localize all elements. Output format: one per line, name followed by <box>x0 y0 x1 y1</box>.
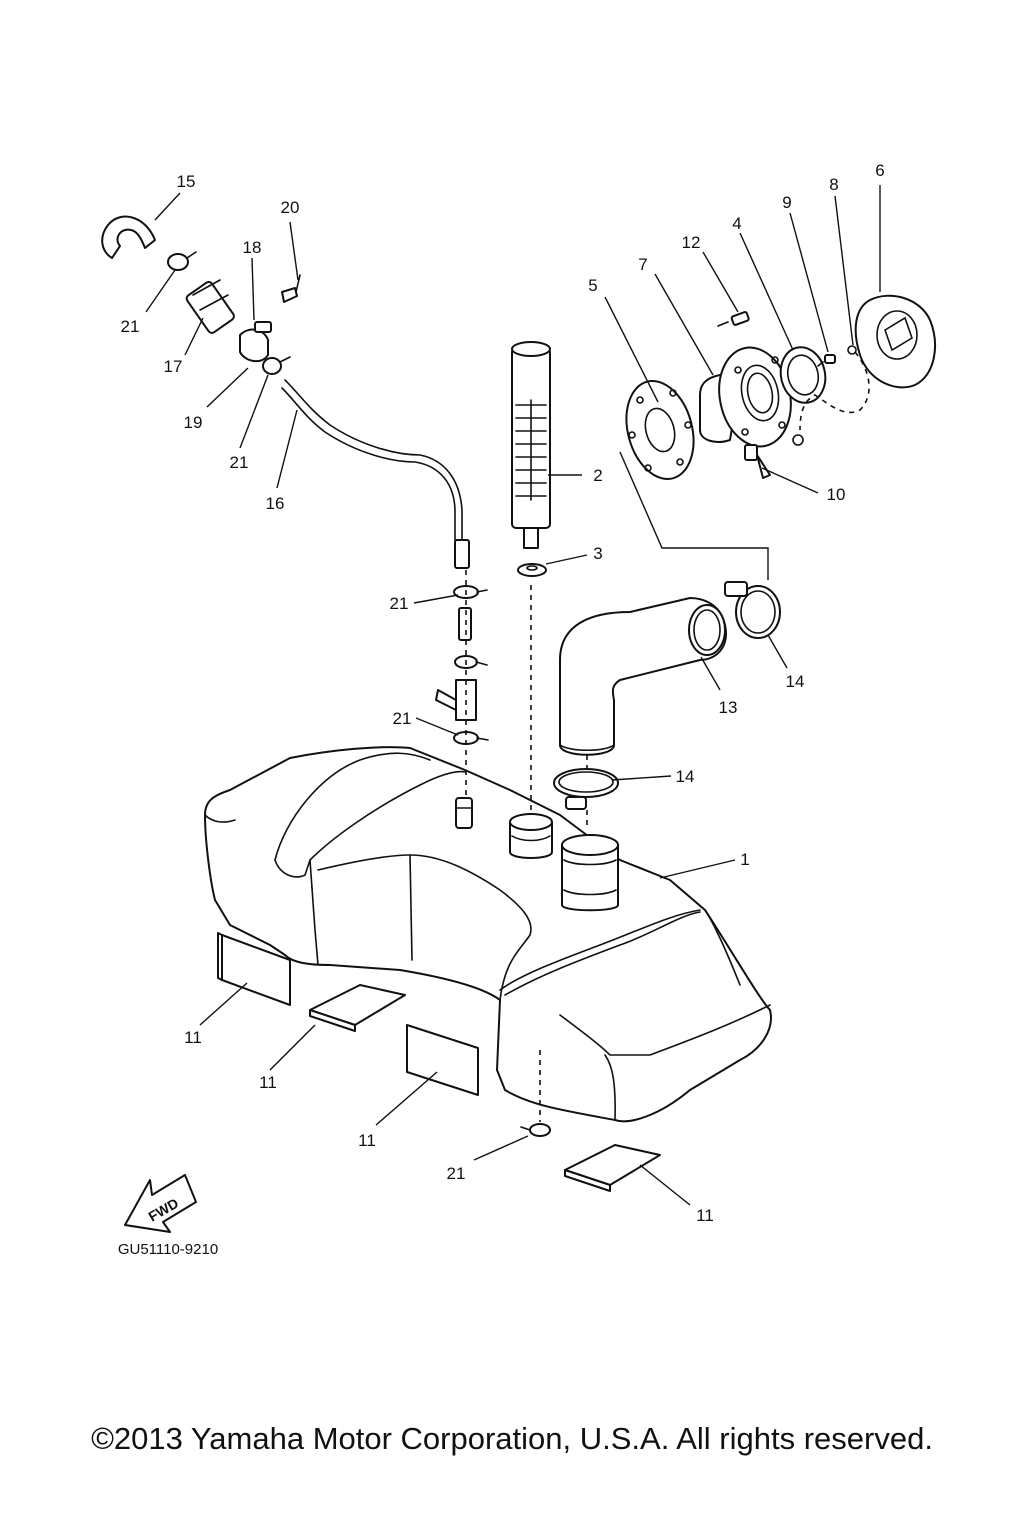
filler-hose-elbow <box>559 597 727 756</box>
forward-arrow: FWD <box>124 1174 197 1233</box>
vent-clamp-mid <box>262 356 291 375</box>
callout-1: 1 <box>740 850 749 869</box>
vent-holder <box>239 321 272 363</box>
callout-15: 15 <box>177 172 196 191</box>
filler-bracket-line <box>619 451 769 580</box>
leader-lines <box>145 185 881 1206</box>
callout-21-hose: 21 <box>390 594 409 613</box>
callout-2: 2 <box>593 466 602 485</box>
seal-ring <box>779 346 827 404</box>
callout-11-right: 11 <box>696 1206 714 1225</box>
tank-pickup-neck <box>509 813 553 859</box>
callout-19: 19 <box>184 413 203 432</box>
callout-10: 10 <box>827 485 846 504</box>
callout-12: 12 <box>682 233 701 252</box>
pad-left <box>217 932 291 1006</box>
tank-vent-fitting <box>455 797 473 829</box>
drain-clamp <box>520 1123 551 1137</box>
callout-21-mid: 21 <box>230 453 249 472</box>
filler-gasket <box>625 379 695 481</box>
vent-hose-bend <box>101 215 156 259</box>
callout-8: 8 <box>829 175 838 194</box>
callout-14-lower: 14 <box>676 767 695 786</box>
copyright-notice: ©2013 Yamaha Motor Corporation, U.S.A. A… <box>91 1421 933 1456</box>
small-screw <box>817 354 836 367</box>
callout-5: 5 <box>588 276 597 295</box>
vent-clamp-top <box>167 251 197 271</box>
cap-chain <box>792 345 870 446</box>
hose-clamp-lower <box>553 768 619 810</box>
callout-9: 9 <box>782 193 791 212</box>
callout-16: 16 <box>266 494 285 513</box>
callout-7: 7 <box>638 255 647 274</box>
callout-11-center: 11 <box>259 1073 277 1092</box>
pin-rivet <box>281 274 301 303</box>
callout-4: 4 <box>732 214 741 233</box>
fuel-tank <box>204 746 772 1123</box>
callout-11-front: 11 <box>358 1131 376 1150</box>
callout-14-upper: 14 <box>786 672 805 691</box>
callout-20: 20 <box>281 198 300 217</box>
filler-neck <box>699 346 792 448</box>
callout-6: 6 <box>875 161 884 180</box>
vent-fittings-stack <box>435 585 489 745</box>
check-valve <box>185 279 235 334</box>
hose-clamp-upper <box>724 581 781 639</box>
filler-cap <box>854 294 936 389</box>
callout-13: 13 <box>719 698 738 717</box>
callout-18: 18 <box>243 238 262 257</box>
callout-17: 17 <box>164 357 183 376</box>
screw <box>717 311 750 327</box>
tank-filler-neck <box>561 834 619 912</box>
pad-front <box>406 1024 479 1096</box>
callout-3: 3 <box>593 544 602 563</box>
drawing-code: GU51110-9210 <box>118 1241 218 1258</box>
fuel-pickup-filter <box>511 341 551 549</box>
grommet <box>517 563 547 577</box>
pad-right <box>564 1144 661 1192</box>
callout-21-lower: 21 <box>393 709 412 728</box>
callout-21-top: 21 <box>121 317 140 336</box>
callout-21-bottom: 21 <box>447 1164 466 1183</box>
drain-fitting <box>744 444 771 479</box>
callout-11-left: 11 <box>184 1028 202 1047</box>
pad-center <box>309 984 406 1032</box>
vent-hose-long <box>281 379 470 569</box>
